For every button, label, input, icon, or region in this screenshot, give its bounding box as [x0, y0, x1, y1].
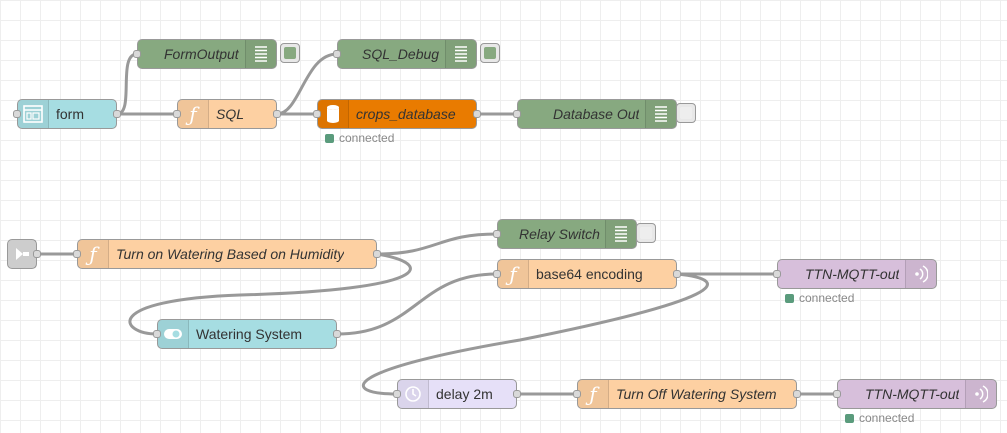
output-port[interactable] [373, 250, 381, 258]
input-port[interactable] [313, 110, 321, 118]
list-icon [605, 220, 636, 248]
node-label: Relay Switch [519, 226, 600, 242]
node-ttn-mqtt-out-1[interactable]: TTN-MQTT-out [773, 259, 937, 289]
status-indicator [325, 134, 334, 143]
broadcast-icon [905, 260, 936, 288]
debug-toggle-button[interactable] [280, 43, 300, 63]
input-port[interactable] [513, 110, 521, 118]
node-ttn-mqtt-out-2[interactable]: TTN-MQTT-out [833, 379, 997, 409]
debug-toggle-button[interactable] [636, 223, 656, 243]
status-connected: connected [325, 132, 394, 144]
node-database-out[interactable]: Database Out [513, 99, 677, 129]
node-label: crops_database [356, 106, 456, 122]
node-sql[interactable]: ƒ SQL [173, 99, 281, 129]
node-label: Turn Off Watering System [616, 386, 777, 402]
input-port[interactable] [153, 330, 161, 338]
list-icon [645, 100, 676, 128]
input-port[interactable] [133, 50, 141, 58]
clock-icon [398, 380, 429, 408]
wire-turn-on-to-relay-switch[interactable] [376, 232, 498, 256]
node-label: SQL [216, 106, 245, 122]
node-label: form [56, 106, 84, 122]
node-label: Database Out [553, 106, 640, 122]
node-label: FormOutput [164, 46, 239, 62]
output-port[interactable] [473, 110, 481, 118]
node-label: TTN-MQTT-out [865, 386, 960, 402]
input-port[interactable] [333, 50, 341, 58]
node-delay[interactable]: delay 2m [393, 379, 521, 409]
status-text: connected [339, 131, 395, 145]
list-icon [245, 40, 276, 68]
node-base64-encoding[interactable]: ƒ base64 encoding [493, 259, 681, 289]
output-port[interactable] [33, 250, 41, 258]
wire-base64-to-delay[interactable] [361, 272, 709, 396]
node-label: Turn on Watering Based on Humidity [116, 246, 345, 262]
wire-sql-to-sqldebug[interactable] [276, 52, 338, 116]
node-label: Watering System [196, 326, 303, 342]
output-port[interactable] [273, 110, 281, 118]
output-port[interactable] [793, 390, 801, 398]
input-port[interactable] [393, 390, 401, 398]
output-port[interactable] [113, 110, 121, 118]
status-indicator [845, 414, 854, 423]
output-port[interactable] [333, 330, 341, 338]
list-icon [445, 40, 476, 68]
status-connected: connected [785, 292, 854, 304]
node-turn-off-watering[interactable]: ƒ Turn Off Watering System [573, 379, 801, 409]
node-formoutput[interactable]: FormOutput [133, 39, 277, 69]
node-turn-on-watering[interactable]: ƒ Turn on Watering Based on Humidity [73, 239, 381, 269]
function-icon: ƒ [78, 240, 109, 268]
output-port[interactable] [673, 270, 681, 278]
node-inject[interactable] [7, 239, 41, 269]
node-label: SQL_Debug [362, 46, 440, 62]
function-icon: ƒ [498, 260, 529, 288]
node-label: base64 encoding [536, 266, 643, 282]
form-icon [18, 100, 49, 128]
node-label: TTN-MQTT-out [805, 266, 900, 282]
function-icon: ƒ [578, 380, 609, 408]
status-connected: connected [845, 412, 914, 424]
node-watering-system[interactable]: Watering System [153, 319, 341, 349]
inject-arrow-icon [8, 240, 36, 268]
debug-toggle-button[interactable] [676, 103, 696, 123]
node-label: delay 2m [436, 386, 493, 402]
node-sql-debug[interactable]: SQL_Debug [333, 39, 477, 69]
function-icon: ƒ [178, 100, 209, 128]
input-port[interactable] [773, 270, 781, 278]
status-text: connected [799, 291, 855, 305]
input-port[interactable] [173, 110, 181, 118]
input-port[interactable] [73, 250, 81, 258]
node-form[interactable]: form [13, 99, 121, 129]
input-port[interactable] [13, 110, 21, 118]
debug-toggle-button[interactable] [480, 43, 500, 63]
input-port[interactable] [493, 230, 501, 238]
broadcast-icon [965, 380, 996, 408]
node-crops-database[interactable]: crops_database [313, 99, 481, 129]
switch-icon [158, 320, 189, 348]
node-relay-switch[interactable]: Relay Switch [493, 219, 637, 249]
status-indicator [785, 294, 794, 303]
input-port[interactable] [493, 270, 501, 278]
database-icon [318, 100, 349, 128]
input-port[interactable] [573, 390, 581, 398]
wire-watering-system-to-base64[interactable] [336, 272, 498, 336]
wire-form-to-formoutput[interactable] [116, 52, 138, 116]
output-port[interactable] [513, 390, 521, 398]
wire-turn-on-to-watering-system[interactable] [128, 252, 412, 336]
input-port[interactable] [833, 390, 841, 398]
status-text: connected [859, 411, 915, 425]
